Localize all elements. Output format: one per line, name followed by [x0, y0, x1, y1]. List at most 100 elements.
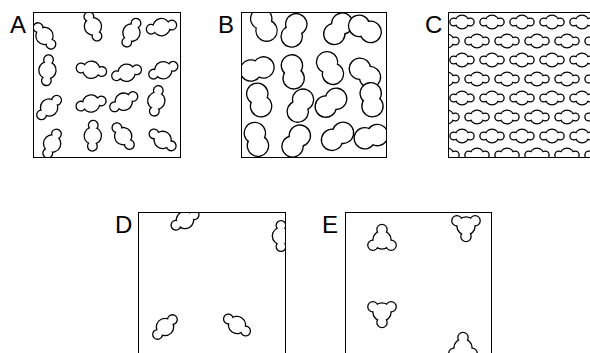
atom-fill	[277, 221, 285, 229]
molecule	[556, 111, 579, 123]
molecule	[526, 73, 549, 85]
atom-outline	[387, 302, 396, 311]
atom-outline	[546, 16, 558, 28]
atom-fill	[572, 76, 579, 83]
atom-outline	[387, 241, 396, 250]
atom-fill	[576, 130, 588, 142]
atom-outline	[482, 76, 489, 83]
atom-fill	[527, 19, 534, 26]
atom-outline	[152, 18, 171, 37]
atom-outline	[456, 130, 468, 142]
molecule	[146, 16, 178, 37]
molecule	[39, 127, 66, 157]
atom-outline	[542, 38, 549, 45]
atom-outline	[557, 133, 564, 140]
atom-outline	[561, 111, 573, 123]
atom-fill	[149, 106, 159, 116]
atom-outline	[571, 95, 578, 102]
atom-fill	[273, 228, 285, 244]
atom-outline	[586, 152, 590, 157]
molecule	[75, 92, 107, 115]
atom-outline	[512, 38, 519, 45]
molecule	[449, 73, 458, 85]
molecule	[108, 120, 138, 153]
atom-fill	[501, 111, 513, 123]
molecule	[34, 19, 60, 52]
atom-outline	[451, 133, 458, 140]
atom-fill	[486, 130, 498, 142]
atom-fill	[587, 95, 590, 102]
atom-outline	[459, 333, 468, 342]
molecule	[243, 121, 270, 157]
atom-fill	[497, 19, 504, 26]
atom-fill	[111, 122, 123, 134]
atom-fill	[546, 54, 558, 66]
molecule	[556, 35, 579, 47]
molecule	[279, 122, 314, 157]
atom-fill	[481, 19, 488, 26]
molecule	[149, 311, 181, 343]
atom-fill	[456, 16, 468, 28]
atom-outline	[451, 95, 458, 102]
atom-outline	[571, 133, 578, 140]
atom-fill	[486, 92, 498, 104]
molecule	[511, 16, 534, 28]
atom-outline	[576, 92, 588, 104]
atom-fill	[109, 101, 120, 112]
atom-fill	[501, 73, 513, 85]
atom-fill	[357, 18, 384, 45]
atom-outline	[486, 92, 498, 104]
atom-fill	[516, 130, 528, 142]
atom-outline	[496, 152, 503, 157]
atom-outline	[496, 38, 503, 45]
atom-outline	[526, 114, 533, 121]
atom-fill	[378, 225, 387, 234]
molecule	[541, 92, 564, 104]
atom-outline	[556, 76, 563, 83]
atom-fill	[320, 20, 348, 48]
molecule	[511, 54, 534, 66]
atom-outline	[368, 302, 377, 311]
panel-label: A	[10, 13, 30, 37]
molecule	[107, 88, 140, 116]
atom-outline	[501, 111, 513, 123]
molecule	[146, 85, 167, 117]
molecule	[245, 81, 274, 118]
molecule	[466, 149, 489, 157]
atom-outline	[556, 114, 563, 121]
atom-fill	[312, 93, 340, 121]
atom-outline	[496, 114, 503, 121]
atom-fill	[152, 18, 171, 37]
atom-fill	[557, 19, 564, 26]
atom-outline	[516, 130, 528, 142]
panel-box: E	[345, 212, 492, 353]
molecule	[353, 123, 386, 150]
atom-outline	[467, 133, 474, 140]
molecule	[496, 149, 519, 157]
atom-outline	[516, 16, 528, 28]
atom-fill	[546, 130, 558, 142]
molecule	[526, 149, 549, 157]
molecule-group	[149, 213, 285, 343]
atom-outline	[561, 73, 573, 85]
atom-fill	[51, 94, 63, 106]
atom-outline	[576, 54, 588, 66]
atom-fill	[82, 61, 100, 79]
atom-fill	[451, 95, 458, 102]
atom-fill	[368, 241, 377, 250]
atom-outline	[486, 16, 498, 28]
atom-fill	[511, 19, 518, 26]
atom-fill	[511, 57, 518, 64]
atom-fill	[282, 67, 304, 89]
molecule	[556, 149, 579, 157]
atom-outline	[481, 133, 488, 140]
atom-fill	[466, 38, 473, 45]
atom-fill	[130, 18, 141, 29]
atom-fill	[546, 16, 558, 28]
panel-label: C	[425, 13, 445, 37]
atom-fill	[378, 318, 387, 327]
atom-fill	[88, 142, 97, 151]
atom-outline	[546, 130, 558, 142]
atom-fill	[153, 86, 163, 96]
atom-fill	[561, 35, 573, 47]
